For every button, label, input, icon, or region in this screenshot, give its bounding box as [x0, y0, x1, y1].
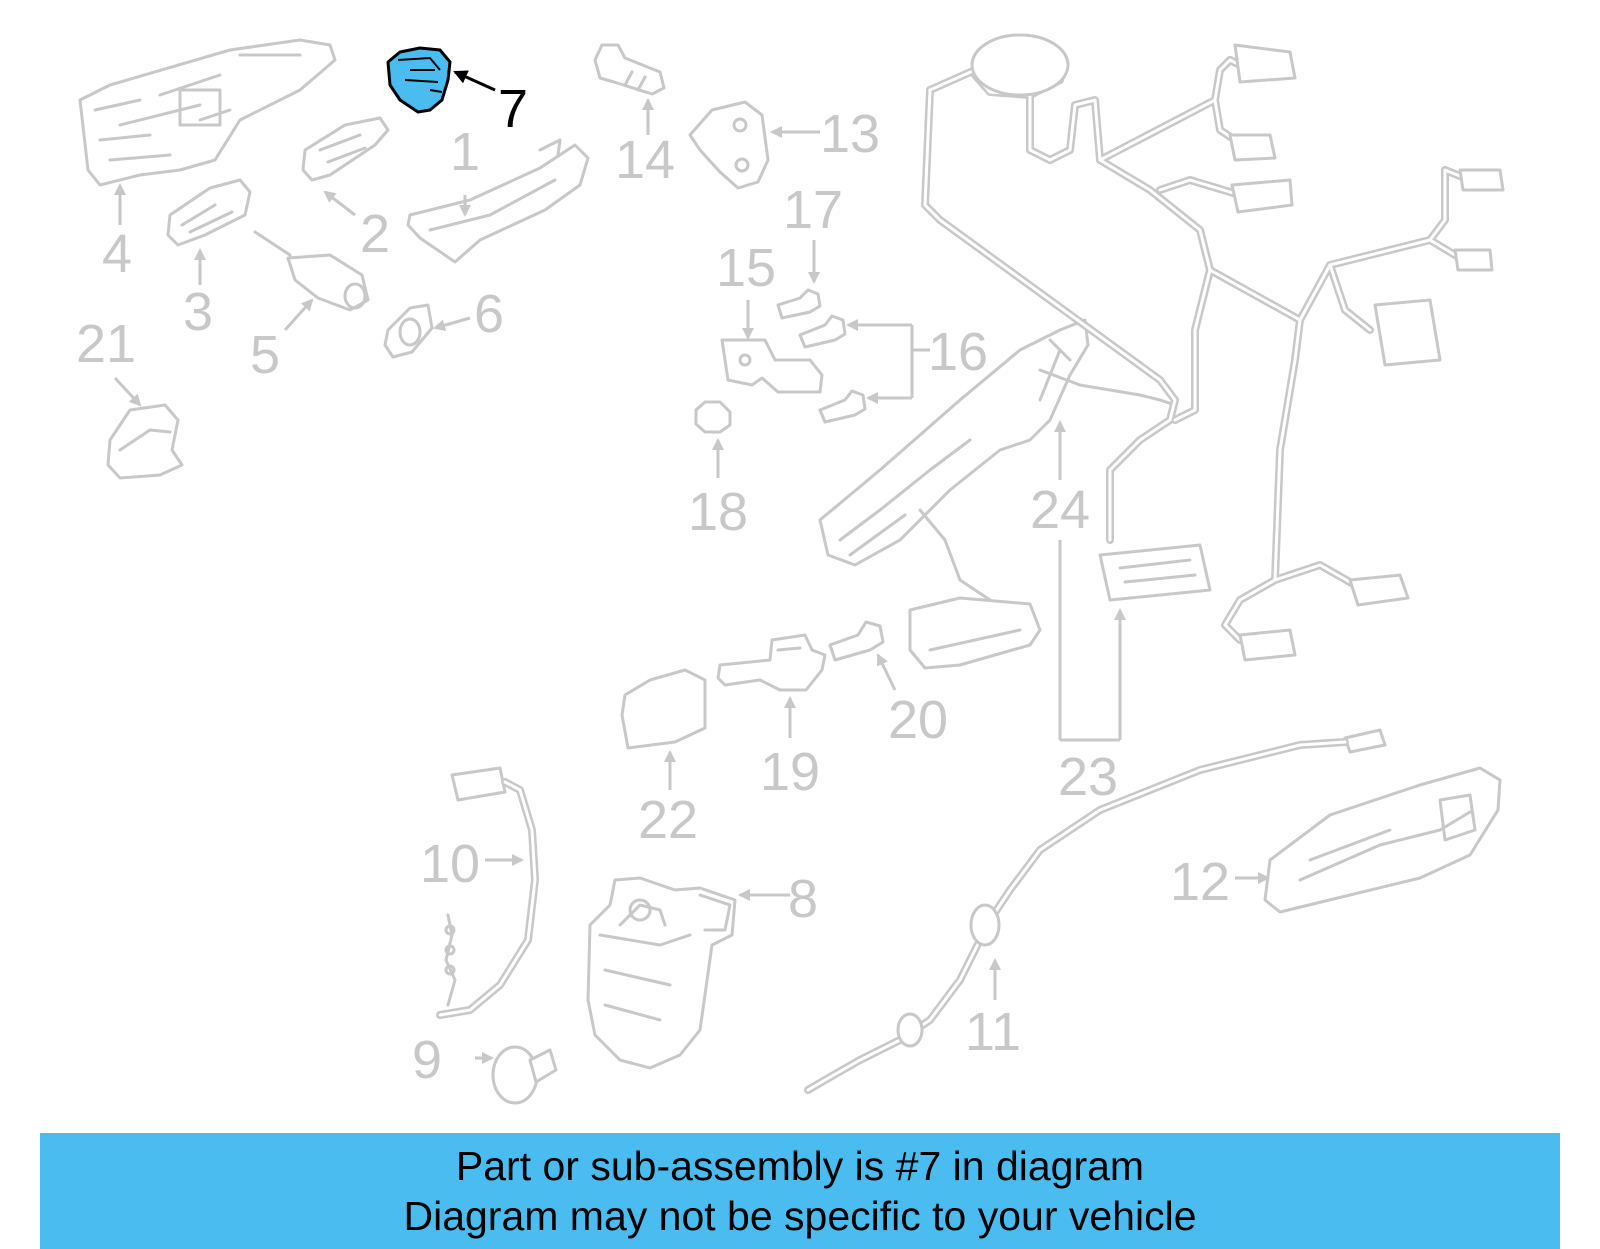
part-16-screws	[798, 314, 867, 424]
callout-21: 21	[76, 314, 136, 374]
callout-11: 11	[965, 1002, 1021, 1062]
part-6-grommet	[383, 303, 434, 359]
part-24-handle-cable	[818, 318, 1177, 670]
part-5-lock-cylinder	[253, 230, 370, 312]
callout-numbers: 1 2 3 4 5 6 7 8 9 10 11 12 13 14 15 16 1…	[76, 79, 1230, 1090]
part-11-release-cable	[804, 728, 1387, 1094]
part-21-bracket	[106, 403, 184, 480]
part-8-latch	[586, 876, 737, 1070]
callout-7: 7	[498, 79, 528, 139]
part-4-handle-carrier	[78, 38, 337, 187]
callout-13: 13	[820, 104, 880, 164]
leader-lines	[113, 70, 1270, 1064]
part-15-bracket	[720, 338, 824, 394]
callout-15: 15	[716, 238, 776, 298]
callout-17: 17	[783, 180, 843, 240]
callout-24: 24	[1030, 480, 1090, 540]
banner-line-2: Diagram may not be specific to your vehi…	[403, 1193, 1197, 1239]
part-3-seal	[166, 178, 252, 247]
part-13-striker	[688, 100, 770, 190]
callout-16: 16	[928, 322, 988, 382]
part-19-door-check	[716, 633, 827, 692]
part-12-inner-handle	[1263, 766, 1502, 914]
info-banner: Part or sub-assembly is #7 in diagram Di…	[40, 1133, 1560, 1249]
callout-23: 23	[1058, 747, 1118, 807]
part-22-cover	[620, 668, 707, 750]
callout-19: 19	[760, 742, 820, 802]
part-20-bolt	[828, 620, 885, 662]
callout-10: 10	[420, 834, 480, 894]
part-23-wiring-harness	[921, 33, 1505, 662]
part-14-pin	[593, 43, 666, 96]
part-10-cable	[436, 766, 539, 1019]
callout-6: 6	[474, 284, 504, 344]
callout-4: 4	[102, 224, 132, 284]
callout-2: 2	[360, 204, 390, 264]
callout-8: 8	[788, 869, 818, 929]
callout-1: 1	[450, 122, 480, 182]
part-2-cap	[301, 116, 390, 182]
part-9-screw	[491, 1045, 558, 1105]
callout-22: 22	[638, 790, 698, 850]
callout-18: 18	[688, 482, 748, 542]
callout-9: 9	[412, 1030, 442, 1090]
part-7-highlighted-cap	[386, 46, 452, 114]
callout-3: 3	[183, 282, 213, 342]
callout-12: 12	[1170, 852, 1230, 912]
part-1-outer-handle	[406, 138, 590, 264]
callout-14: 14	[615, 130, 675, 190]
callout-20: 20	[888, 690, 948, 750]
part-17-screw	[776, 288, 822, 320]
banner-line-1: Part or sub-assembly is #7 in diagram	[455, 1143, 1145, 1189]
callout-5: 5	[250, 325, 280, 385]
part-18-plug	[694, 400, 732, 434]
